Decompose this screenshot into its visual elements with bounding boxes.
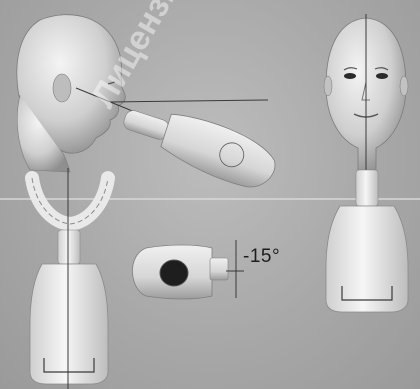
handpiece-back-view	[326, 170, 408, 312]
left-eye-icon	[344, 73, 356, 79]
handpiece-profile	[116, 97, 282, 194]
watermark: Лицензия Получена	[84, 0, 285, 114]
right-eye-icon	[376, 73, 388, 79]
occlusal-line	[110, 100, 268, 102]
tooth-arch	[32, 178, 108, 224]
ear-icon	[53, 74, 71, 102]
handpiece-top-view	[30, 230, 108, 384]
angle-label: -15°	[243, 246, 280, 268]
nozzle-opening-icon	[160, 260, 188, 286]
watermark-text: Лицензия Получена	[84, 0, 285, 114]
handpiece-end-view	[132, 245, 228, 299]
